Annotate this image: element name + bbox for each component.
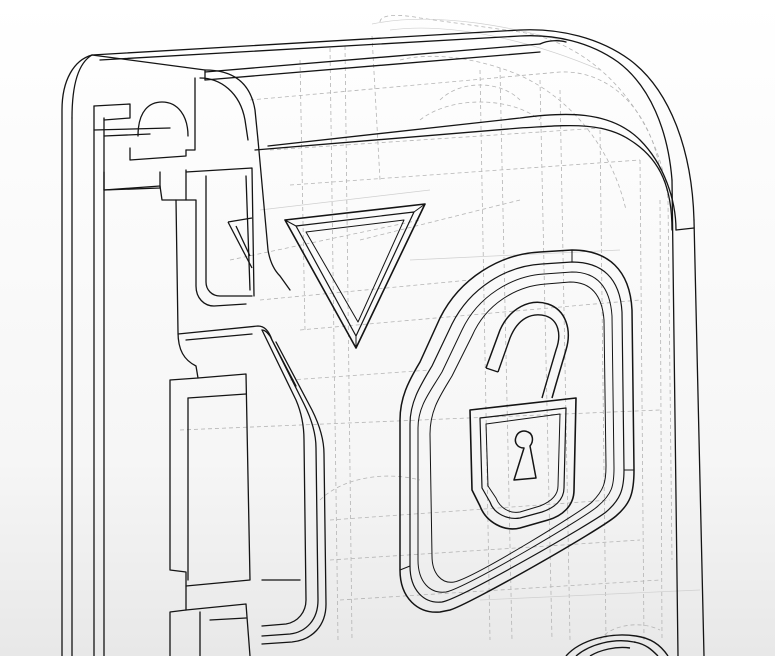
body-right-edge (693, 219, 705, 656)
unlock-button (399, 249, 635, 613)
hidden-lines-solid (259, 18, 701, 601)
body-left-edge (61, 54, 93, 656)
padlock-body (469, 397, 577, 530)
unlock-button-icon (485, 301, 569, 399)
latch-frame (159, 185, 199, 656)
body-top-edge-inner (99, 35, 673, 181)
keyhole-icon (513, 430, 537, 481)
side-button-well (261, 329, 307, 627)
bottom-fragments (565, 634, 669, 656)
hidden-arrow-button (227, 217, 253, 269)
down-arrow-button (284, 203, 426, 349)
down-arrow-button-icon (284, 203, 426, 349)
clip-bump (137, 101, 189, 137)
body-top-edge (91, 29, 695, 221)
unlock-button-rim (399, 249, 635, 613)
hidden-lines (179, 14, 673, 641)
visible-outlines (61, 29, 705, 656)
